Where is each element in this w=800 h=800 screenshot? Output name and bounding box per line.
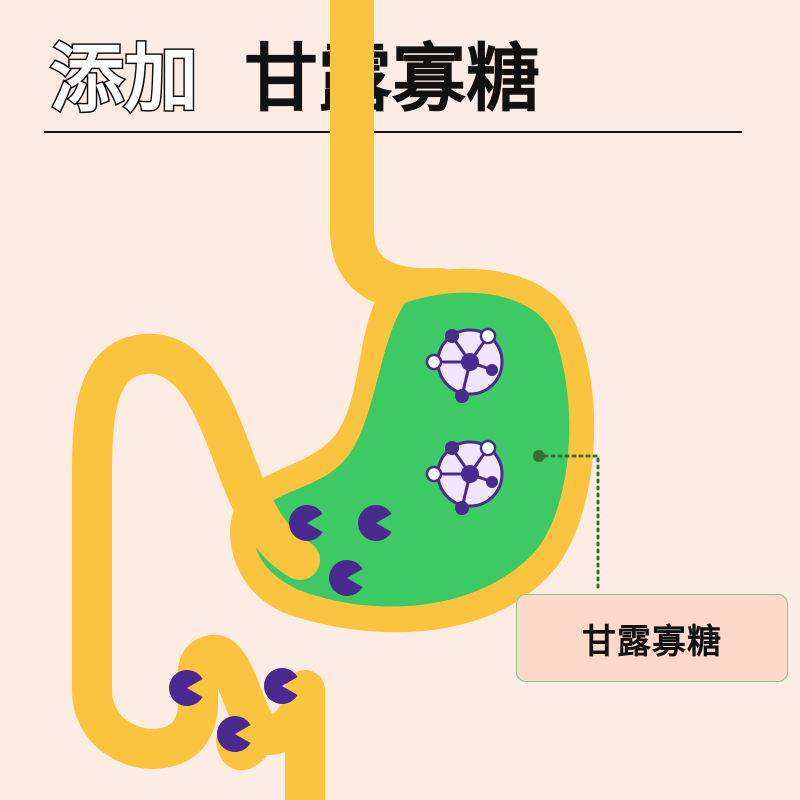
bacteria-particle-icon xyxy=(264,667,298,704)
bacteria-particle-icon xyxy=(289,505,323,541)
intestine xyxy=(72,333,325,800)
bacteria-particle-icon xyxy=(329,560,363,596)
bacteria-particle-icon xyxy=(169,670,203,706)
oligosaccharide-molecule-icon xyxy=(425,439,504,515)
callout-label: 甘露寡糖 xyxy=(582,621,722,662)
page-title: 添加 甘露寡糖 xyxy=(49,35,541,124)
bacteria-particle-icon xyxy=(358,505,392,541)
title-highlight: 甘露寡糖 xyxy=(244,36,540,122)
title-prefix: 添加 xyxy=(50,36,198,122)
callout-anchor-dot xyxy=(533,450,545,462)
callout-label-box: 甘露寡糖 xyxy=(516,594,788,682)
oligosaccharide-molecule-icon xyxy=(425,327,504,403)
callout-leader-line xyxy=(543,454,600,590)
bacteria-particle-icon xyxy=(217,716,251,752)
